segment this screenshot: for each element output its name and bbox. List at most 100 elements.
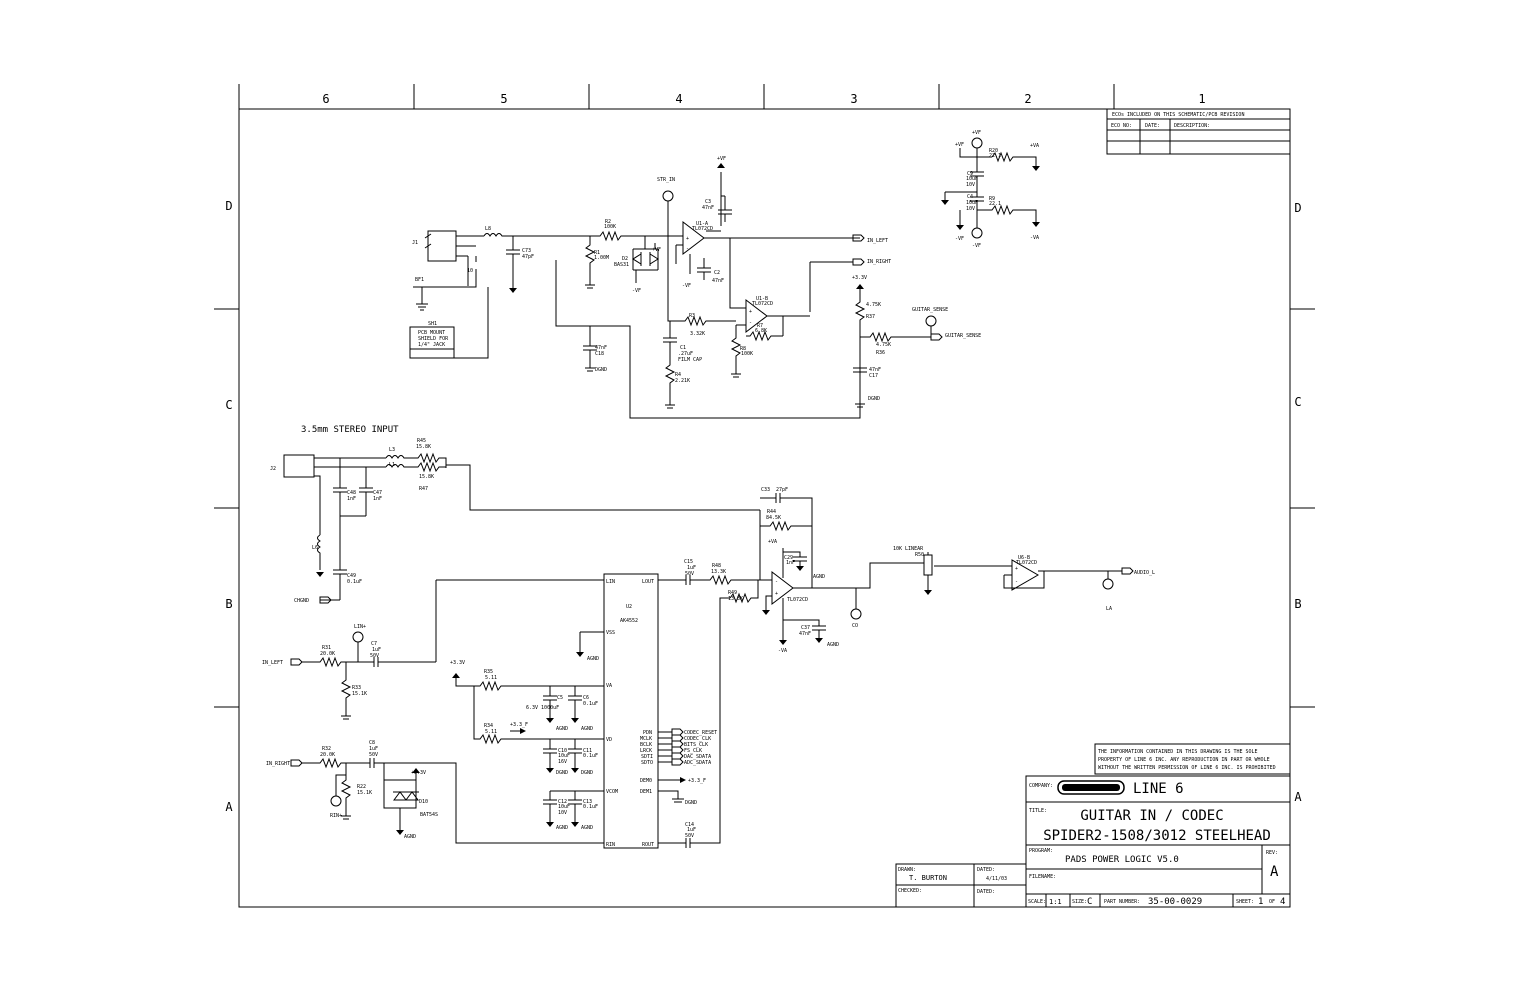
- c3-value: 47nF: [702, 205, 714, 211]
- sh1-desc-3: 1/4" JACK: [418, 342, 445, 348]
- checked-dated-label: DATED:: [977, 889, 995, 895]
- c14-voltage: 50V: [685, 833, 694, 839]
- sheet-number: 1: [1258, 897, 1263, 907]
- c2-value: 47nF: [712, 278, 724, 284]
- d10-value: BAT54S: [420, 812, 438, 818]
- zone-col-2: 2: [1024, 92, 1031, 106]
- c11-ref: C11: [583, 748, 592, 754]
- r49-ref: R49: [728, 590, 737, 596]
- j2-ref: J2: [270, 466, 276, 472]
- net-label-dgnd-c18: DGND: [595, 367, 607, 373]
- net-label-3v3-codec: +3.3V: [450, 660, 465, 666]
- net-label-vf-pos-u1: +VF: [717, 156, 726, 162]
- c1-note: FILM CAP: [678, 357, 702, 363]
- r34-value: 5.11: [485, 729, 497, 735]
- c18-ref: C18: [595, 351, 604, 357]
- u6a-sign-plus: +: [775, 591, 778, 597]
- r2-ref: R2: [605, 219, 611, 225]
- guitar-input-circuit: J1 L8 C73 47pF R1 1.00M R2 100K D2 BAS31…: [409, 156, 981, 419]
- c12-ref: C12: [558, 799, 567, 805]
- zone-col-5: 5: [500, 92, 507, 106]
- c47-ref: C47: [373, 490, 382, 496]
- revision-col-eco: ECO NO:: [1111, 123, 1132, 129]
- scale-label: SCALE:: [1028, 899, 1046, 905]
- r33-ref: R33: [352, 685, 361, 691]
- zone-row-a-right: A: [1294, 790, 1302, 804]
- sheet-label: SHEET:: [1236, 899, 1254, 905]
- c48-value: 1nF: [347, 496, 356, 502]
- net-label-vf-neg-1: -VF: [955, 236, 964, 242]
- c9-voltage: 10V: [966, 182, 975, 188]
- net-label-in-left-out: IN_LEFT: [867, 238, 888, 244]
- r22-value: 15.1K: [357, 790, 372, 796]
- c10-voltage: 16V: [558, 759, 567, 765]
- c11-value: 0.1uF: [583, 753, 598, 759]
- c15-voltage: 50V: [685, 571, 694, 577]
- part-number: 35-00-0029: [1148, 897, 1202, 907]
- u2-pin-mclk: MCLK: [640, 736, 652, 742]
- u2-body: [603, 573, 659, 849]
- r1-ref: R1: [594, 250, 600, 256]
- c7-value: 1uF: [372, 647, 381, 653]
- u2-pin-pdn: PDN: [643, 730, 652, 736]
- r48-value: 13.3K: [711, 569, 726, 575]
- zone-row-b-right: B: [1294, 597, 1301, 611]
- u1b-value: TL072CD: [752, 301, 773, 307]
- zone-col-3: 3: [850, 92, 857, 106]
- r9-ref: R9: [989, 196, 995, 202]
- r44-value: 84.5K: [766, 515, 781, 521]
- r31-value: 20.0K: [320, 651, 335, 657]
- c15-ref: C15: [684, 559, 693, 565]
- sheet-total: 4: [1280, 897, 1285, 907]
- u2-pin-vss: VSS: [606, 630, 615, 636]
- u6b-sign-plus: +: [1015, 566, 1018, 572]
- c9-ref: C9: [967, 171, 973, 177]
- u2-pin-sdti: SDTI: [641, 754, 653, 760]
- sh1-shield: [409, 326, 455, 359]
- c73-ref: C73: [522, 248, 531, 254]
- u2-pin-lrck: LRCK: [640, 748, 652, 754]
- r35-ref: R35: [484, 669, 493, 675]
- notice-line-1: THE INFORMATION CONTAINED IN THIS DRAWIN…: [1098, 749, 1258, 755]
- net-label-agnd-c5: AGND: [556, 726, 568, 732]
- u2-pin-va: VA: [606, 683, 612, 689]
- r37-value: 4.75K: [866, 302, 881, 308]
- size-value: C: [1087, 897, 1092, 907]
- r36-ref: R36: [876, 350, 885, 356]
- c8-value: 1uF: [369, 746, 378, 752]
- net-label-va-neg-u6: -VA: [778, 648, 787, 654]
- c15-value: 1uF: [687, 565, 696, 571]
- drawing-title: GUITAR IN / CODEC: [1080, 808, 1223, 824]
- r36-value: 4.75K: [876, 342, 891, 348]
- r7-value: 6.8K: [755, 328, 767, 334]
- sh1-desc-2: SHIELD FOR: [418, 336, 449, 342]
- notice-line-2: PROPERTY OF LINE 6 INC. ANY REPRODUCTION…: [1098, 757, 1270, 763]
- net-label-la: LA: [1106, 606, 1112, 612]
- u2-part: AK4552: [620, 618, 638, 624]
- net-label-lin: LIN+: [354, 624, 366, 630]
- rev-value: A: [1270, 864, 1279, 880]
- net-label-vf-pos-1: +VF: [972, 130, 981, 136]
- net-label-agnd-c29: AGND: [813, 574, 825, 580]
- part-number-label: PART NUMBER:: [1104, 899, 1140, 905]
- c5-ref: C5: [557, 695, 563, 701]
- u6-value: TL072CD: [787, 597, 808, 603]
- r2-value: 100K: [604, 224, 616, 230]
- d2-value: BAS31: [614, 262, 629, 268]
- c33-ref: C33: [761, 487, 770, 493]
- r50-value: 10K LINEAR: [893, 546, 924, 552]
- c12-value: 10uF: [558, 804, 570, 810]
- net-label-adc-sdata: ADC_SDATA: [684, 760, 711, 766]
- dated-label: DATED:: [977, 867, 995, 873]
- net-label-agnd-c6: AGND: [581, 726, 593, 732]
- l1-ref: L1: [389, 462, 395, 468]
- codec-u2: U2 AK4552 LIN LOUT VSS VA VD PDN MCLK BC…: [435, 573, 730, 849]
- zone-row-c-left: C: [225, 398, 232, 412]
- r32-ref: R32: [322, 746, 331, 752]
- title-label: TITLE:: [1029, 808, 1047, 814]
- c1-value: .27uF: [678, 351, 693, 357]
- r32-value: 20.0K: [320, 752, 335, 758]
- net-label-dgnd-c10: DGND: [556, 770, 568, 776]
- revision-block: ECOs INCLUDED ON THIS SCHEMATIC/PCB REVI…: [1106, 108, 1291, 155]
